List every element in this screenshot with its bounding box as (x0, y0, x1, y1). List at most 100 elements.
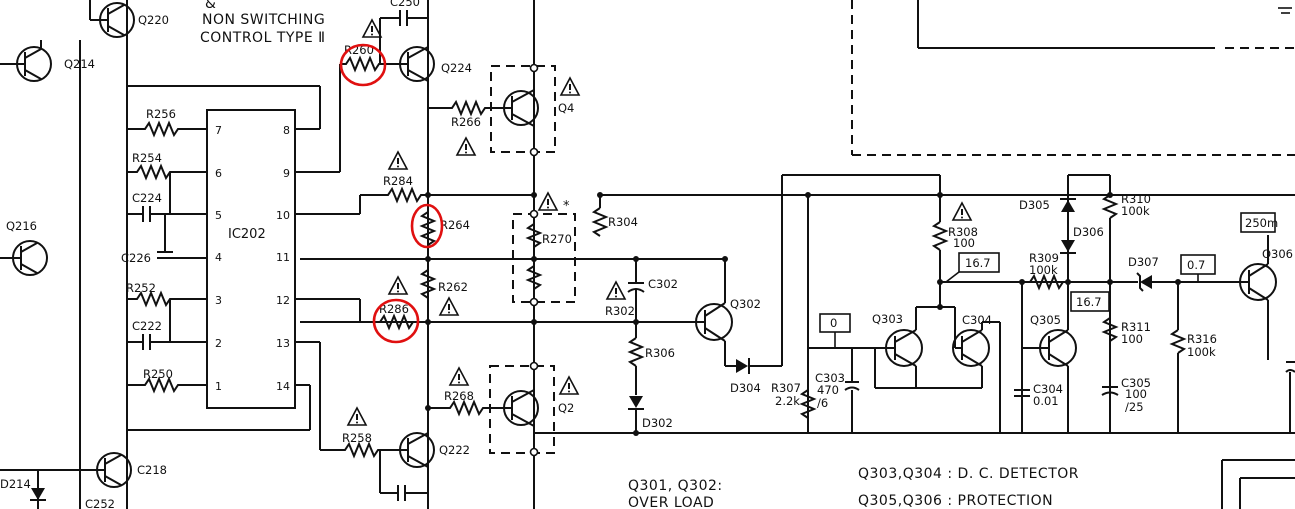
svg-text:C304: C304 (962, 313, 992, 327)
ic202: IC202 7 6 5 4 3 2 1 8 9 10 11 12 13 14 (206, 109, 296, 409)
capacitor-c304-b: C304 0.01 (1014, 382, 1063, 408)
diode-d214: D214 (0, 469, 80, 509)
svg-text:NON SWITCHING: NON SWITCHING (202, 12, 325, 28)
warning-icon (538, 192, 558, 211)
resistor-r264: R264 (419, 205, 470, 259)
voltage-16-7-bottom: 16.7 (1070, 291, 1110, 312)
resistor-r262: R262 (419, 256, 468, 299)
svg-text:8: 8 (283, 124, 290, 137)
svg-text:Q220: Q220 (138, 13, 169, 27)
resistor-r250: R250 (127, 367, 207, 394)
resistor-r256: R256 (127, 85, 321, 138)
svg-text:11: 11 (276, 251, 290, 264)
highlight-r260 (339, 43, 387, 87)
transistor-q222: Q222 (399, 432, 470, 468)
capacitor-c305: C305 100 /25 (1101, 376, 1151, 414)
svg-text:Q2: Q2 (558, 401, 574, 415)
svg-text:R286: R286 (379, 302, 409, 316)
svg-text:R252: R252 (126, 281, 156, 295)
svg-text:D307: D307 (1128, 255, 1159, 269)
svg-text:Q305: Q305 (1030, 313, 1061, 327)
svg-text:Q301, Q302:: Q301, Q302: (628, 478, 723, 494)
resistor-r311: R311 100 (1101, 317, 1151, 346)
resistor-r286: R286 (360, 302, 431, 331)
warning-icon (449, 367, 469, 386)
svg-text:100: 100 (1121, 332, 1143, 346)
capacitor-c250: C250 (379, 0, 428, 64)
voltage-250m: 250m (1240, 212, 1278, 233)
svg-text:2.2k: 2.2k (775, 394, 800, 408)
svg-text:D304: D304 (730, 381, 761, 395)
svg-text:100: 100 (1125, 387, 1147, 401)
warning-icon (388, 151, 408, 170)
transistor-q303: Q303 (872, 307, 960, 389)
star-mark: * (563, 199, 570, 214)
svg-text:R270: R270 (542, 232, 572, 246)
transistor-q216: Q216 (0, 219, 48, 276)
resistor-r266: R266 (428, 99, 505, 129)
voltage-0: 0 (819, 313, 851, 348)
svg-text:100k: 100k (1121, 204, 1150, 218)
diode-d304: D304 (725, 174, 940, 395)
svg-text:9: 9 (283, 167, 290, 180)
svg-text:Q224: Q224 (441, 61, 472, 75)
warning-icon (952, 202, 972, 221)
transistor-q302: Q302 (695, 256, 761, 366)
resistor-r306: R306 (627, 322, 675, 395)
warning-icon (559, 376, 579, 395)
svg-text:Q302: Q302 (730, 297, 761, 311)
svg-text:R268: R268 (444, 389, 474, 403)
svg-text:C302: C302 (648, 277, 678, 291)
capacitor-c302: C302 (627, 256, 678, 325)
svg-text:R262: R262 (438, 280, 468, 294)
svg-text:0: 0 (830, 316, 837, 330)
ic202-label: IC202 (228, 227, 266, 242)
svg-text:R304: R304 (608, 215, 638, 229)
transistor-q220: Q220 (90, 2, 169, 38)
protection-block-outline (851, 0, 1295, 156)
warning-icon (439, 297, 459, 316)
svg-text:CONTROL TYPE Ⅱ: CONTROL TYPE Ⅱ (200, 30, 326, 46)
svg-text:12: 12 (276, 294, 290, 307)
svg-text:0.7: 0.7 (1187, 258, 1205, 272)
diode-d306: D306 (1060, 225, 1104, 254)
svg-text:Q216: Q216 (6, 219, 37, 233)
svg-text:3: 3 (215, 294, 222, 307)
transistor-q218: C218 (80, 452, 167, 488)
resistor-r268: R268 (425, 389, 505, 417)
svg-text:C222: C222 (132, 319, 162, 333)
svg-text:Q303,Q304 : D. C. DETECTOR: Q303,Q304 : D. C. DETECTOR (858, 466, 1079, 482)
svg-text:R306: R306 (645, 346, 675, 360)
svg-text:R316: R316 (1187, 332, 1217, 346)
capacitor-right-edge (1285, 361, 1295, 433)
svg-text:/25: /25 (1125, 400, 1144, 414)
resistor-r284: R284 (360, 174, 534, 204)
resistor-r304: R304 (591, 192, 638, 237)
svg-text:R309: R309 (1029, 251, 1059, 265)
diode-d305: D305 (1019, 174, 1110, 282)
warning-icon (606, 281, 626, 300)
c252-label: C252 (85, 497, 115, 509)
resistor-r308: R308 100 (931, 192, 978, 310)
svg-text:2: 2 (215, 337, 222, 350)
svg-text:R284: R284 (383, 174, 413, 188)
svg-text:R310: R310 (1121, 192, 1151, 206)
svg-text:R250: R250 (143, 367, 173, 381)
svg-text:Q222: Q222 (439, 443, 470, 457)
svg-text:C218: C218 (137, 463, 167, 477)
voltage-16-7-top: 16.7 (945, 252, 1000, 283)
transistor-q224: Q224 (399, 46, 472, 82)
resistor-r307: R307 2.2k (771, 381, 817, 419)
svg-text:10: 10 (276, 209, 290, 222)
svg-text:Q303: Q303 (872, 312, 903, 326)
svg-text:C304: C304 (1033, 382, 1063, 396)
capacitor-c224: C224 (126, 172, 207, 222)
diode-d307: D307 (1110, 255, 1240, 292)
svg-text:R254: R254 (132, 151, 162, 165)
transistor-q305: Q305 (1022, 279, 1077, 433)
control-type-note: & NON SWITCHING CONTROL TYPE Ⅱ (200, 0, 326, 46)
warning-icon (388, 276, 408, 295)
svg-text:D306: D306 (1073, 225, 1104, 239)
capacitor-c222: C222 (126, 299, 207, 350)
